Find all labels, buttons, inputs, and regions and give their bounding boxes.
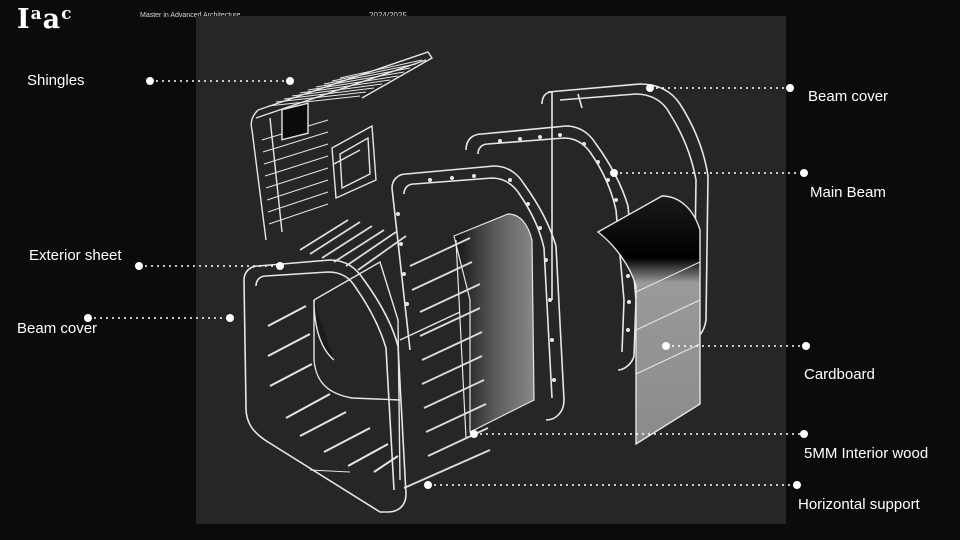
iaac-logo: Iaac: [17, 4, 73, 35]
label-main-beam: Main Beam: [810, 184, 886, 201]
main-beam: [465, 125, 637, 371]
label-beam-cover-right: Beam cover: [808, 88, 889, 105]
label-shingles: Shingles: [27, 72, 85, 89]
label-beam-cover-left: Beam cover: [17, 320, 98, 337]
middle-beam: [391, 165, 565, 421]
label-horizontal-support: Horizontal support: [798, 496, 920, 513]
cardboard-panel: [596, 195, 701, 446]
horizontal-supports: [299, 219, 491, 489]
interior-wood-panel: [453, 213, 535, 439]
shingles-roof-group: [250, 51, 433, 241]
academic-year: 2024/2025: [369, 11, 407, 20]
label-interior-wood: 5MM Interior wood: [804, 445, 929, 462]
label-exterior-sheet: Exterior sheet: [29, 247, 122, 264]
exterior-sheet: [313, 260, 461, 481]
program-title: Master in Advanced Architecture: [140, 12, 241, 19]
label-cardboard: Cardboard: [804, 366, 875, 383]
